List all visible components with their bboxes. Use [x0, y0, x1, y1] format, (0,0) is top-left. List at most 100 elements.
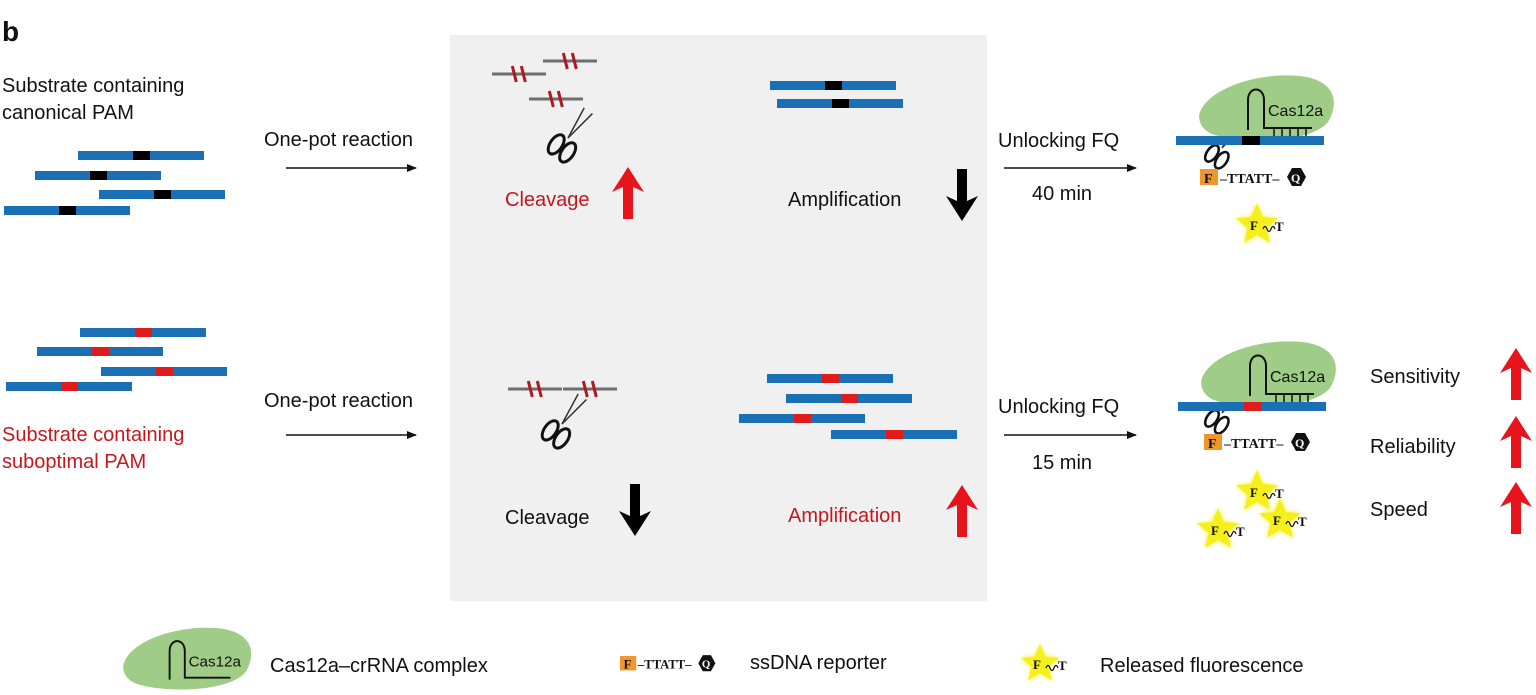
arrow-down-icon — [619, 484, 651, 536]
scissors-handle — [1213, 150, 1230, 170]
scissors-handle — [1203, 408, 1221, 428]
dsdna-substrate — [6, 382, 132, 391]
cut-mark — [510, 65, 518, 83]
pam-site — [1242, 136, 1260, 145]
fluorophore-box — [1200, 169, 1218, 185]
bottom-amplification-label: Amplification — [788, 505, 902, 527]
bottom-cleavage-trend-arrow — [619, 484, 651, 536]
outcome-label-speed: Speed — [1370, 499, 1428, 521]
fluorescence-star-core — [1197, 508, 1239, 548]
bottom-substrate-label-line2: suboptimal PAM — [2, 451, 147, 473]
tail-letter: T — [1236, 524, 1245, 539]
quencher-hexagon — [698, 655, 716, 672]
outcome-trend-arrow — [1500, 348, 1532, 400]
reporter-sequence: –TTATT– — [1219, 172, 1280, 187]
dsdna-substrate — [99, 190, 225, 199]
cas12a-label: Cas12a — [1268, 103, 1323, 120]
bottom-substrate-label-line1: Substrate containing — [2, 424, 185, 446]
bottom-amplification-trend-arrow — [946, 485, 978, 537]
cut-mark — [590, 380, 598, 398]
dsdna-substrate — [37, 347, 163, 356]
bottom-ssdna-reporter: F–TTATT–Q — [1204, 433, 1310, 452]
quencher-letter: Q — [1295, 436, 1304, 450]
cleaved-tail — [1262, 225, 1276, 233]
dsdna-substrate — [786, 394, 912, 403]
top-substrate-label-line1: Substrate containing — [2, 75, 185, 97]
arrow-up-icon — [946, 485, 978, 537]
dsdna-substrate — [767, 374, 893, 383]
pam-site — [135, 328, 152, 337]
cut-mark — [547, 90, 555, 108]
cut-mark — [526, 380, 534, 398]
cas12a-label: Cas12a — [189, 653, 242, 670]
tail-letter: T — [1275, 219, 1284, 234]
fluorophore-letter: F — [1250, 218, 1258, 233]
bottom-unlock-label: Unlocking FQ — [998, 396, 1120, 418]
quencher-hexagon — [1291, 433, 1310, 451]
pam-site — [822, 374, 839, 383]
top-time-label: 40 min — [1032, 183, 1093, 205]
cleaved-fragment — [508, 380, 562, 398]
cas12a-protein-shape — [1201, 341, 1336, 407]
legend-label-fluorescence: Released fluorescence — [1100, 655, 1304, 677]
cas12a-label: Cas12a — [1270, 369, 1325, 386]
top-unlock-label: Unlocking FQ — [998, 130, 1120, 152]
tail-letter: T — [1298, 514, 1307, 529]
dsdna-substrate — [78, 151, 204, 160]
arrow-up-icon — [1500, 348, 1532, 400]
pam-site — [156, 367, 173, 376]
pam-site — [133, 151, 150, 160]
fluorophore-box — [1204, 434, 1222, 450]
arrow-up-icon — [1500, 482, 1532, 534]
crrna-loop — [168, 640, 231, 680]
cleaved-fragment — [563, 380, 617, 398]
top-cas12a-complex: Cas12a — [1176, 75, 1334, 145]
outcome-label-sensitivity: Sensitivity — [1370, 366, 1461, 388]
cut-mark — [570, 52, 578, 70]
legend-label-cas12a: Cas12a–crRNA complex — [270, 655, 488, 677]
pam-site — [794, 414, 811, 423]
cas12a-protein-shape — [123, 627, 252, 690]
cut-mark — [535, 380, 543, 398]
cut-mark — [519, 65, 527, 83]
quencher-letter: Q — [702, 659, 710, 671]
fluorescence-star-core — [1236, 470, 1278, 510]
bottom-step-label: One-pot reaction — [264, 390, 413, 412]
fluorophore-letter: F — [1273, 513, 1281, 528]
cleaved-fragment — [543, 52, 597, 70]
cleaved-tail — [1223, 530, 1237, 538]
scissors-handle — [1203, 143, 1221, 163]
bottom-cas12a-complex: Cas12a — [1178, 341, 1336, 411]
cut-mark — [556, 90, 564, 108]
bottom-time-label: 15 min — [1032, 452, 1093, 474]
arrow-up-icon — [612, 167, 644, 219]
pam-site — [154, 190, 171, 199]
top-step-label: One-pot reaction — [264, 129, 413, 151]
fluorophore-letter: F — [1033, 657, 1041, 672]
top-substrate-label-line2: canonical PAM — [2, 102, 134, 124]
panel-label: b — [2, 16, 20, 47]
scissors-handle — [558, 141, 578, 164]
dsdna-substrate — [80, 328, 206, 337]
scissors-handle — [1213, 415, 1230, 435]
cleaved-fragment — [529, 90, 583, 108]
dsdna-substrate — [831, 430, 957, 439]
outcome-label-reliability: Reliability — [1370, 436, 1456, 458]
fluorophore-letter: F — [624, 658, 632, 672]
bottom-cleavage-label: Cleavage — [505, 507, 590, 529]
top-ssdna-reporter: F –TTATT– Q — [1200, 168, 1306, 187]
fluorescence-star-core — [1021, 644, 1059, 681]
fluorescence-star-core — [1259, 498, 1301, 538]
cleaved-tail — [1045, 664, 1059, 672]
outcome-trend-arrow — [1500, 482, 1532, 534]
pam-site — [61, 382, 78, 391]
quencher-letter: Q — [1291, 171, 1300, 185]
pam-site — [1244, 402, 1262, 411]
fluorophore-letter: F — [1204, 172, 1213, 187]
fluorophore-box — [620, 656, 637, 671]
